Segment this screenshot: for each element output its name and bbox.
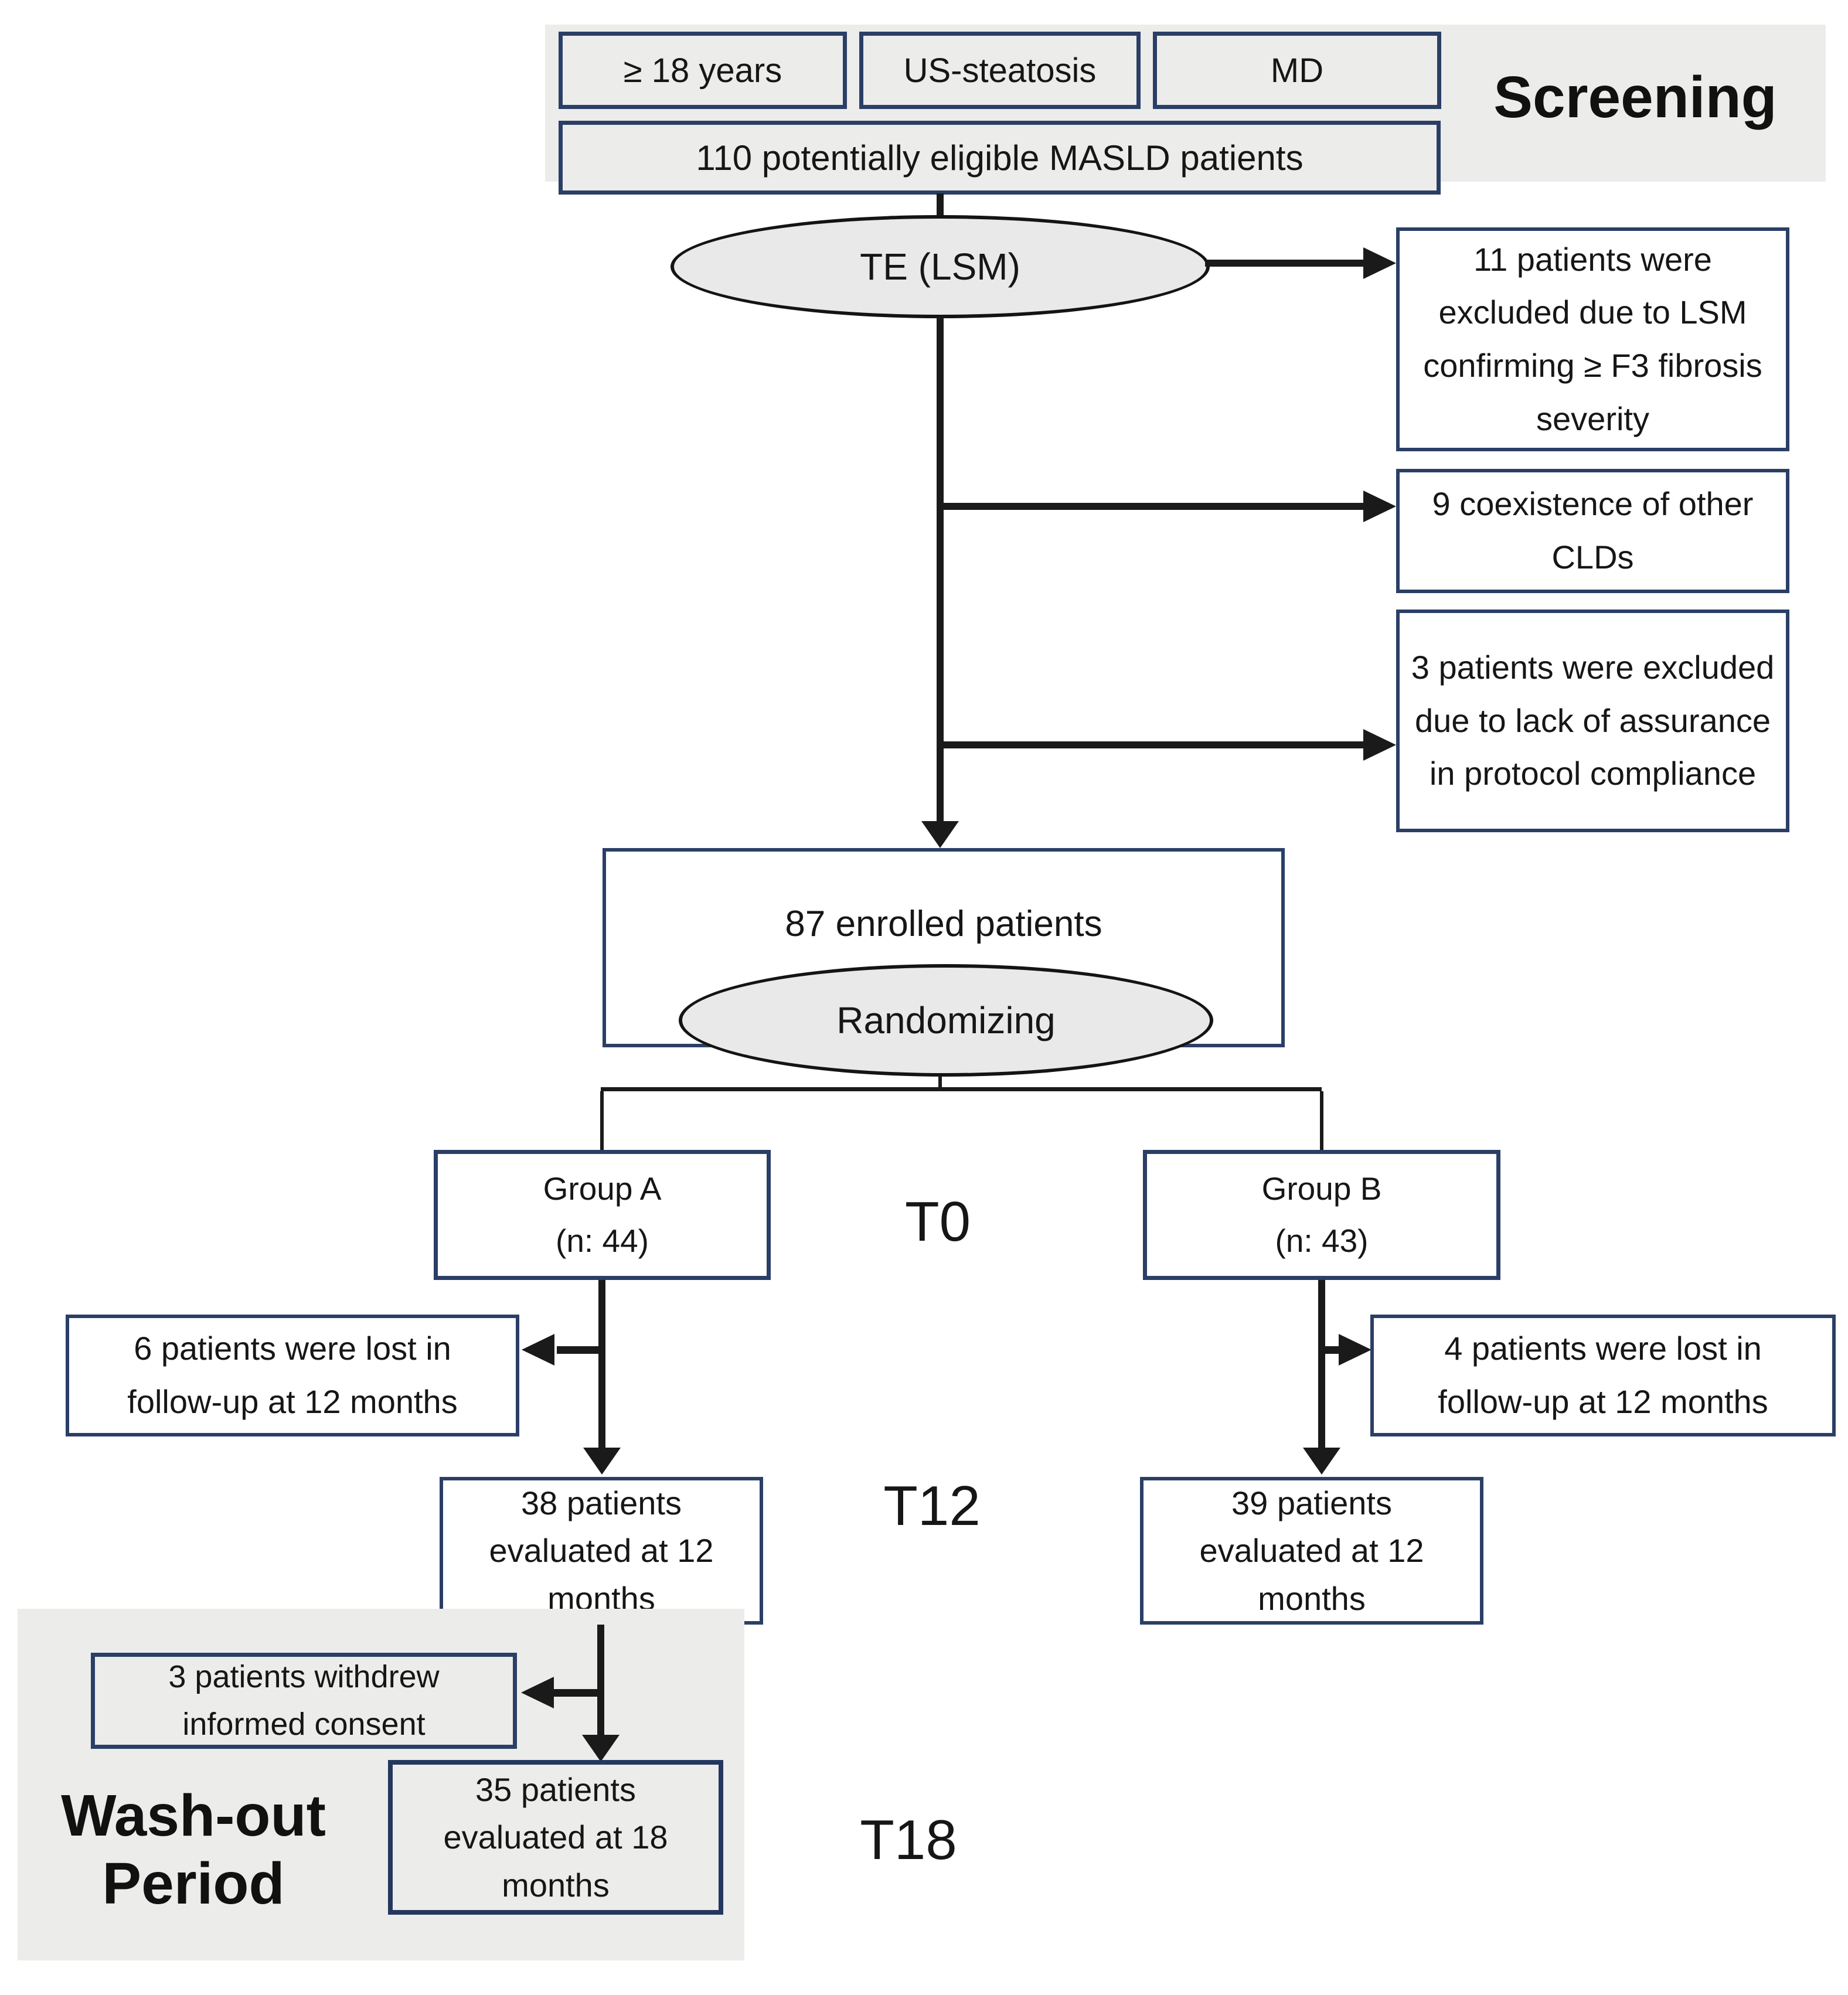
arrowhead-group-b-down (1303, 1448, 1340, 1475)
withdrew-line2: informed consent (182, 1707, 426, 1742)
exclusion-lsm-line4: severity (1536, 400, 1649, 437)
eval12-a-line2: evaluated at 12 (489, 1532, 714, 1570)
arrowhead-exclusion-lsm (1363, 247, 1396, 279)
washout-banner-line2: Period (102, 1851, 285, 1916)
exclusion-protocol-line1: 3 patients were excluded (1411, 648, 1775, 686)
arrow-line-lost-b (1322, 1346, 1339, 1354)
branch-stub-group-a (600, 1091, 604, 1150)
branch-stub-group-b (1320, 1091, 1323, 1150)
stage-t12-label: T12 (883, 1475, 981, 1537)
exclusion-protocol-line2: due to lack of assurance (1414, 702, 1771, 739)
group-b-line2: (n: 43) (1275, 1223, 1369, 1259)
arrow-line-exclusion-cld (944, 503, 1363, 510)
lost-a-line2: follow-up at 12 months (127, 1383, 458, 1420)
eval12-a-line1: 38 patients (521, 1485, 682, 1522)
enrolled-label: 87 enrolled patients (785, 904, 1102, 944)
criterion-us-box: US-steatosis (859, 32, 1141, 109)
criterion-md-box: MD (1153, 32, 1441, 109)
evaluated-18m-box: 35 patients evaluated at 18 months (388, 1760, 723, 1915)
exclusion-cld-line1: 9 coexistence of other (1432, 485, 1754, 523)
arrowhead-lost-b (1339, 1334, 1371, 1366)
eligible-patients-label: 110 potentially eligible MASLD patients (696, 138, 1304, 178)
criterion-us-label: US-steatosis (903, 51, 1097, 90)
lost-followup-b-box: 4 patients were lost in follow-up at 12 … (1370, 1315, 1836, 1436)
exclusion-lsm-line3: confirming ≥ F3 fibrosis (1423, 347, 1762, 384)
exclusion-lsm-line2: excluded due to LSM (1438, 294, 1747, 331)
arrow-line-lost-a (557, 1346, 599, 1354)
screening-banner: Screening (1493, 64, 1777, 130)
withdrew-line1: 3 patients withdrew (168, 1659, 440, 1694)
stage-t18-label: T18 (860, 1809, 957, 1871)
arrow-line-exclusion-lsm (1205, 260, 1363, 267)
te-lsm-ellipse: TE (LSM) (671, 215, 1210, 318)
connector-pool-to-te (937, 193, 944, 218)
randomizing-ellipse: Randomizing (679, 964, 1213, 1077)
arrowhead-group-a-down (583, 1448, 621, 1475)
exclusion-lsm-box: 11 patients were excluded due to LSM con… (1396, 227, 1789, 451)
arrowhead-exclusion-protocol (1363, 729, 1396, 761)
criterion-age-box: ≥ 18 years (559, 32, 847, 109)
criterion-age-label: ≥ 18 years (623, 51, 782, 90)
arrow-line-withdrew (554, 1689, 597, 1697)
arrow-line-group-a-down (598, 1280, 605, 1449)
criterion-md-label: MD (1270, 51, 1324, 90)
lost-b-line2: follow-up at 12 months (1438, 1383, 1768, 1420)
eval18-line1: 35 patients (475, 1771, 636, 1809)
withdrew-consent-box: 3 patients withdrew informed consent (91, 1653, 517, 1749)
lost-a-line1: 6 patients were lost in (134, 1330, 451, 1367)
group-a-box: Group A (n: 44) (434, 1150, 771, 1280)
group-b-box: Group B (n: 43) (1143, 1150, 1500, 1280)
arrowhead-lost-a (522, 1334, 554, 1366)
branch-horizontal-line (601, 1087, 1322, 1091)
eval18-line3: months (502, 1866, 610, 1904)
group-a-line2: (n: 44) (556, 1223, 649, 1259)
exclusion-protocol-line3: in protocol compliance (1429, 755, 1757, 792)
group-a-line1: Group A (543, 1170, 662, 1207)
arrow-line-eval12a-down (597, 1625, 604, 1737)
te-lsm-label: TE (LSM) (860, 246, 1020, 288)
arrowhead-into-enrolled (921, 821, 959, 848)
eval12-b-line1: 39 patients (1231, 1485, 1392, 1522)
eval12-b-line2: evaluated at 12 (1199, 1532, 1424, 1570)
evaluated-12m-a-box: 38 patients evaluated at 12 months (440, 1477, 763, 1625)
connector-randomizing-to-branch (938, 1077, 942, 1090)
group-b-line1: Group B (1261, 1170, 1382, 1207)
arrow-line-group-b-down (1318, 1280, 1325, 1449)
washout-banner-line1: Wash-out (61, 1783, 326, 1848)
arrowhead-exclusion-cld (1363, 491, 1396, 522)
arrowhead-into-eval18 (582, 1735, 620, 1762)
eval18-line2: evaluated at 18 (443, 1819, 668, 1856)
washout-banner: Wash-out Period (47, 1782, 340, 1918)
arrow-line-exclusion-protocol (944, 741, 1363, 748)
exclusion-cld-box: 9 coexistence of other CLDs (1396, 469, 1789, 593)
lost-b-line1: 4 patients were lost in (1444, 1330, 1762, 1367)
exclusion-cld-line2: CLDs (1551, 539, 1634, 576)
exclusion-protocol-box: 3 patients were excluded due to lack of … (1396, 610, 1789, 832)
eligible-patients-box: 110 potentially eligible MASLD patients (559, 121, 1441, 195)
trunk-line-te-to-enrolled (937, 317, 944, 823)
lost-followup-a-box: 6 patients were lost in follow-up at 12 … (66, 1315, 519, 1436)
randomizing-label: Randomizing (836, 999, 1056, 1041)
evaluated-12m-b-box: 39 patients evaluated at 12 months (1140, 1477, 1483, 1625)
stage-t0-label: T0 (904, 1190, 971, 1253)
eval12-b-line3: months (1258, 1579, 1366, 1617)
exclusion-lsm-line1: 11 patients were (1473, 240, 1712, 278)
arrowhead-withdrew (521, 1677, 554, 1708)
